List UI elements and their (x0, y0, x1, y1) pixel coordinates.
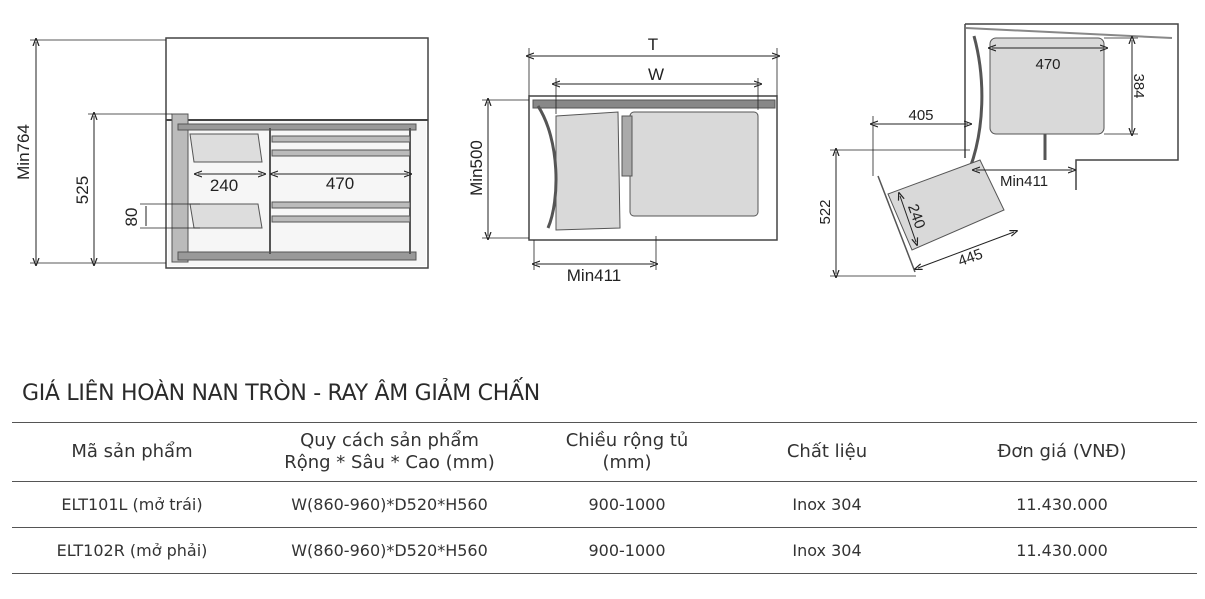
table-row: ELT102R (mở phải) W(860-960)*D520*H560 9… (12, 527, 1197, 574)
corner-basket-label: 470 (1035, 56, 1060, 73)
header-material: Chất liệu (727, 422, 927, 482)
top-min-label: Min411 (567, 266, 622, 285)
front-view-drawing: Min764 525 240 470 80 (14, 37, 429, 269)
top-total-label: T (648, 35, 658, 54)
front-height-label: Min764 (14, 124, 33, 180)
cell-price: 11.430.000 (927, 527, 1197, 574)
cell-code: ELT102R (mở phải) (12, 527, 252, 574)
corner-view-drawing: 470 384 405 Min411 522 240 445 (817, 23, 1179, 276)
corner-pull-length-label: 445 (956, 246, 985, 271)
cell-spec: W(860-960)*D520*H560 (252, 481, 527, 528)
top-depth-label: Min500 (467, 140, 486, 196)
header-code: Mã sản phẩm (12, 422, 252, 482)
corner-height-label: 384 (1130, 73, 1147, 98)
technical-drawings: Min764 525 240 470 80 T W Min500 Min411 (14, 23, 1179, 285)
cell-material: Inox 304 (727, 527, 927, 574)
corner-min-label: Min411 (1000, 173, 1048, 190)
product-title: GIÁ LIÊN HOÀN NAN TRÒN - RAY ÂM GIẢM CHẤ… (22, 381, 540, 406)
header-price: Đơn giá (VNĐ) (927, 422, 1197, 482)
cell-cabinet-width: 900-1000 (527, 481, 727, 528)
cell-material: Inox 304 (727, 481, 927, 528)
front-inner-height-label: 525 (73, 176, 92, 204)
cell-price: 11.430.000 (927, 481, 1197, 528)
table-row: ELT101L (mở trái) W(860-960)*D520*H560 9… (12, 481, 1197, 528)
front-width-right-label: 470 (326, 174, 354, 193)
front-width-left-label: 240 (210, 176, 238, 195)
cell-spec: W(860-960)*D520*H560 (252, 527, 527, 574)
cell-cabinet-width: 900-1000 (527, 527, 727, 574)
top-view-drawing: T W Min500 Min411 (467, 35, 777, 285)
cell-code: ELT101L (mở trái) (12, 481, 252, 528)
front-shelf-label: 80 (122, 208, 141, 227)
header-cabinet-width: Chiều rộng tủ(mm) (527, 422, 727, 482)
corner-offset-label: 405 (908, 107, 933, 124)
corner-depth-label: 522 (817, 199, 834, 224)
top-width-label: W (648, 65, 664, 84)
